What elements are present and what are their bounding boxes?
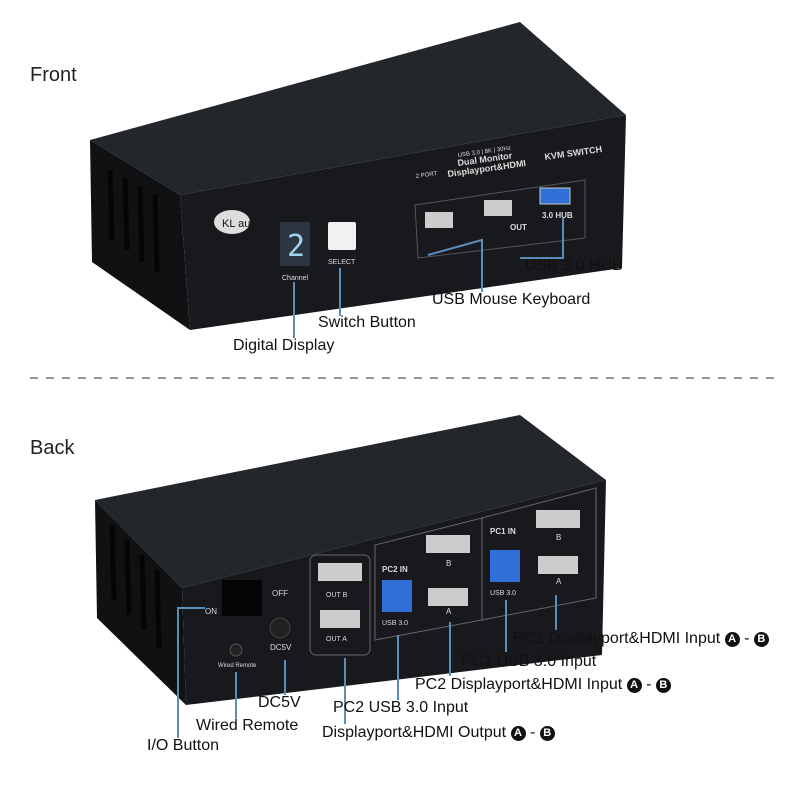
wired-remote-label: Wired Remote bbox=[218, 663, 257, 669]
select-label: SELECT bbox=[328, 259, 356, 266]
callout-pc2-dp-hdmi: PC2 Displayport&HDMI Input A - B bbox=[415, 676, 671, 694]
front-panel bbox=[180, 115, 626, 330]
callout-dc5v: DC5V bbox=[258, 694, 301, 711]
vent-slots bbox=[107, 169, 160, 273]
usb-panel-outline bbox=[414, 179, 586, 259]
pc1-in-label: PC1 IN bbox=[490, 527, 516, 536]
usb-port-keyboard bbox=[425, 212, 453, 228]
back-leader-lines bbox=[177, 595, 557, 738]
display-digit: 2 bbox=[287, 229, 305, 264]
callout-output: Displayport&HDMI Output A - B bbox=[322, 724, 555, 742]
port-b-badge: B bbox=[539, 726, 555, 741]
pc2-usb-label: USB 3.0 bbox=[382, 620, 408, 627]
remote-jack bbox=[229, 643, 243, 657]
hdmi-out-a bbox=[320, 610, 360, 628]
off-label: OFF bbox=[272, 589, 288, 598]
callout-text: Displayport&HDMI Output bbox=[322, 724, 507, 741]
pc2-dp-b bbox=[426, 535, 470, 553]
front-top-face bbox=[90, 22, 626, 195]
port-a-badge: A bbox=[510, 726, 526, 741]
back-heading: Back bbox=[30, 437, 75, 459]
digital-display bbox=[280, 222, 310, 266]
back-side-face bbox=[95, 500, 186, 705]
callout-switch-button: Switch Button bbox=[318, 314, 416, 331]
port-mark: 2 PORT bbox=[415, 171, 438, 180]
pc2-b-label: B bbox=[446, 559, 451, 568]
callout-wired-remote: Wired Remote bbox=[196, 717, 299, 734]
usb-port-mouse bbox=[484, 200, 512, 216]
pc2-hdmi-a bbox=[428, 588, 468, 606]
callout-pc1-dp-hdmi: PC1 Displayport&HDMI Input A - B bbox=[513, 630, 769, 648]
pc1-a-label: A bbox=[556, 577, 562, 586]
pc1-b-label: B bbox=[556, 533, 561, 542]
front-heading: Front bbox=[30, 64, 77, 86]
power-switch[interactable] bbox=[222, 580, 262, 616]
port-b-badge: B bbox=[753, 632, 769, 647]
out-a-label: OUT A bbox=[326, 636, 347, 643]
dc5v-label: DC5V bbox=[270, 643, 292, 652]
pc1-panel bbox=[481, 487, 597, 621]
callout-usb-mouse-keyboard: USB Mouse Keyboard bbox=[432, 291, 591, 308]
pc2-in-label: PC2 IN bbox=[382, 565, 408, 574]
callout-usb-hub: USB 3.0 HUB bbox=[525, 257, 623, 274]
port-a-badge: A bbox=[626, 678, 642, 693]
dash: - bbox=[641, 676, 656, 693]
out-b-label: OUT B bbox=[326, 592, 348, 599]
usb-port-hub bbox=[539, 187, 571, 205]
pc1-dp-b bbox=[536, 510, 580, 528]
dc-jack bbox=[269, 617, 291, 639]
logo-icon bbox=[214, 210, 250, 234]
hub-label: 3.0 HUB bbox=[542, 211, 573, 220]
callout-text: PC2 Displayport&HDMI Input bbox=[415, 676, 623, 693]
channel-label: Channel bbox=[282, 275, 309, 282]
dash: - bbox=[525, 724, 540, 741]
callout-digital-display: Digital Display bbox=[233, 337, 335, 354]
pc2-usb-b-port bbox=[382, 580, 412, 612]
output-panel bbox=[309, 554, 371, 656]
callout-pc1-usb: PC1 USB 3.0 Input bbox=[461, 653, 597, 670]
out-label: OUT bbox=[510, 223, 527, 232]
port-b-badge: B bbox=[655, 678, 671, 693]
pc1-usb-label: USB 3.0 bbox=[490, 590, 516, 597]
callout-text: PC1 Displayport&HDMI Input bbox=[513, 630, 721, 647]
callout-io-button: I/O Button bbox=[147, 737, 220, 754]
port-a-badge: A bbox=[724, 632, 740, 647]
pc2-a-label: A bbox=[446, 607, 452, 616]
on-label: ON bbox=[205, 607, 217, 616]
select-button[interactable] bbox=[328, 222, 356, 250]
logo-text: KL au bbox=[222, 218, 250, 230]
front-device: KL au 2 Channel SELECT USB 3.0 | 8K | 30… bbox=[90, 22, 626, 330]
dp-out-b bbox=[318, 563, 362, 581]
back-top-face bbox=[95, 415, 606, 588]
back-device: ON OFF DC5V Wired Remote OUT B OUT A PC2… bbox=[95, 415, 606, 705]
front-leader-lines bbox=[293, 218, 564, 338]
callout-pc2-usb: PC2 USB 3.0 Input bbox=[333, 699, 469, 716]
pc1-hdmi-a bbox=[538, 556, 578, 574]
pc1-usb-b-port bbox=[490, 550, 520, 582]
dash: - bbox=[739, 630, 754, 647]
